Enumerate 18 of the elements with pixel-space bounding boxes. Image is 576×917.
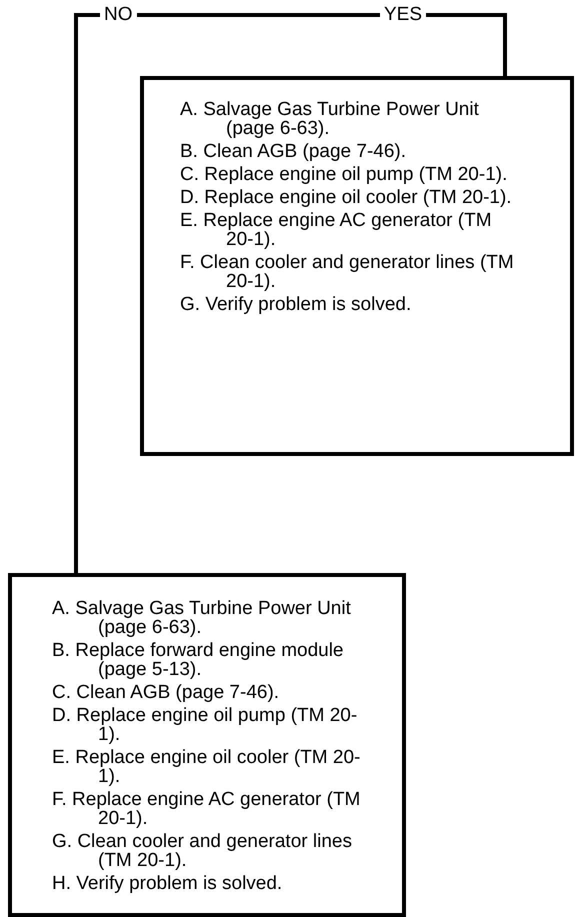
step-text: H. Verify problem is solved. [52,874,284,893]
step-text: C. Replace engine oil pump (TM 20-1). [180,165,508,184]
step-text: B. Replace forward engine module (page 5-13). [52,641,345,679]
step-text: A. Salvage Gas Turbine Power Unit (page 6-63). [52,599,352,637]
step-text: G. Verify problem is solved. [180,295,412,314]
step-text: G. Clean cooler and generator lines (TM 20-1). [52,832,353,870]
step-text: E. Replace engine AC generator (TM 20-1). [180,211,493,249]
action-box [8,573,406,917]
step-text: B. Clean AGB (page 7-46). [180,142,408,161]
step-text: F. Clean cooler and generator lines (TM 20-1). [180,253,515,291]
step-text: D. Replace engine oil pump (TM 20-1). [52,706,358,744]
action-box [140,76,574,456]
connector-line [74,13,300,573]
step-text: D. Replace engine oil cooler (TM 20-1). [180,188,513,207]
step-text: F. Replace engine AC generator (TM 20-1). [52,790,362,828]
step-text: A. Salvage Gas Turbine Power Unit (page 6-63). [180,100,480,138]
step-text: C. Clean AGB (page 7-46). [52,683,280,702]
step-text: E. Replace engine oil cooler (TM 20-1). [52,748,362,786]
